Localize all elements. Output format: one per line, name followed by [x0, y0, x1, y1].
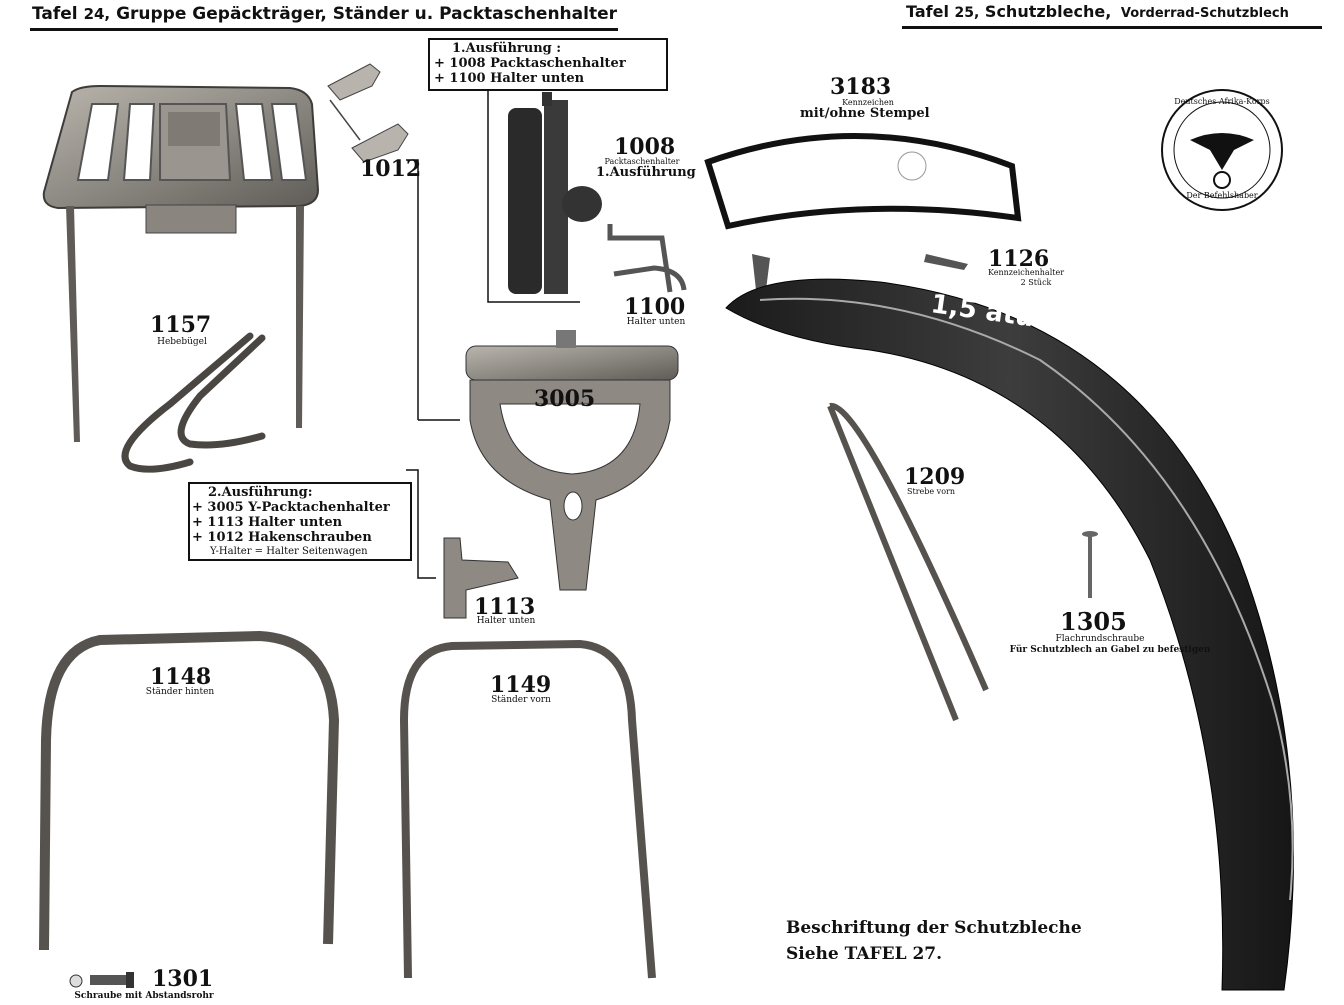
front-strut-image: [827, 402, 989, 722]
header-left: Tafel 24, Gruppe Gepäckträger, Ständer u…: [32, 4, 617, 24]
header-right-prefix: Tafel: [906, 2, 949, 21]
y-pannier-holder-image: [465, 330, 679, 591]
part-3183-number: 3183: [830, 74, 892, 100]
variant2-box: 2.Ausführung: + 3005 Y-Packtachenhalter …: [188, 482, 412, 562]
part-1100-name: Halter unten: [626, 317, 686, 327]
variant1-title: 1.Ausführung :: [452, 41, 562, 56]
variant1-box: 1.Ausführung : + 1008 Packtaschenhalter …: [428, 38, 668, 91]
part-1012-number: 1012: [360, 156, 422, 182]
part-1126-name: Kennzeichenhalter: [987, 268, 1065, 277]
header-left-rule: [30, 28, 618, 31]
header-left-number: 24,: [83, 5, 111, 23]
lifting-handle-image: [121, 332, 266, 473]
stamp-bottom-text: Der Befehlshaber: [1186, 191, 1258, 200]
part-1209-name: Strebe vorn: [907, 487, 955, 496]
part-3183-variant: mit/ohne Stempel: [800, 106, 930, 121]
note-line-1: Beschriftung der Schutzbleche: [786, 918, 1082, 938]
part-1305-note: Für Schutzblech an Gabel zu befestigen: [1009, 645, 1211, 655]
luggage-rack-image: [42, 84, 320, 442]
afrika-korps-stamp: [1161, 89, 1283, 211]
part-3183-name: Kennzeichen: [842, 98, 894, 107]
header-right-number: 25,: [954, 5, 980, 21]
part-1149-name: Ständer vorn: [491, 695, 551, 705]
part-1126-qty: 2 Stück: [1020, 278, 1052, 287]
variant2-line: + 1012 Hakenschrauben: [192, 529, 372, 545]
fender-lettering-note: Beschriftung der Schutzbleche Siehe TAFE…: [786, 916, 1082, 967]
header-left-title: Gruppe Gepäckträger, Ständer u. Packtasc…: [116, 4, 617, 24]
front-stand-image: [399, 639, 656, 979]
header-right-title: Schutzbleche,: [984, 2, 1112, 21]
flat-round-screw-image: [1082, 531, 1098, 598]
part-1008-number: 1008: [614, 134, 676, 160]
part-1157-name: Hebebügel: [157, 337, 207, 347]
part-1209-number: 1209: [904, 464, 966, 490]
part-1149-number: 1149: [490, 672, 552, 698]
hook-screw-image: [327, 63, 409, 163]
variant1-line: + 1100 Halter unten: [434, 70, 585, 86]
part-1301-number: 1301: [152, 966, 214, 992]
rear-stand-image: [39, 630, 340, 951]
part-3005-number: 3005: [534, 386, 596, 412]
variant2-line: + 1113 Halter unten: [192, 514, 343, 530]
header-right-subtitle: Vorderrad-Schutzblech: [1120, 6, 1289, 21]
header-right: Tafel 25, Schutzbleche, Vorderrad-Schutz…: [906, 2, 1289, 21]
part-1301-name: Schraube mit Abstandsrohr: [74, 991, 214, 1001]
part-1100-number: 1100: [624, 294, 686, 320]
part-1148-number: 1148: [150, 664, 212, 690]
variant2-footnote: Y-Halter = Halter Seitenwagen: [210, 545, 368, 557]
part-1113-name: Halter unten: [476, 616, 536, 626]
spacer-screw-image: [69, 972, 134, 988]
part-1148-name: Ständer hinten: [145, 687, 215, 697]
header-right-rule: [902, 26, 1322, 29]
lower-holder-1113-image: [443, 537, 519, 619]
header-left-prefix: Tafel: [32, 4, 78, 24]
part-1008-variant: 1.Ausführung: [596, 165, 696, 180]
stamp-top-text: Deutsches Afrika-Korps: [1174, 97, 1270, 106]
part-1157-number: 1157: [150, 312, 212, 338]
part-1305-number: 1305: [1060, 607, 1127, 636]
license-plate-image: [704, 133, 1022, 230]
plate-holder-image: [752, 254, 968, 290]
lower-holder-image: [607, 224, 687, 293]
part-1008-name: Packtaschenhalter: [604, 157, 680, 166]
part-1126-number: 1126: [988, 246, 1050, 272]
variant2-line: + 3005 Y-Packtachenhalter: [192, 499, 390, 515]
variant1-line: + 1008 Packtaschenhalter: [434, 55, 626, 71]
variant2-title: 2.Ausführung:: [208, 485, 313, 500]
eagle-icon: [1190, 133, 1254, 170]
front-mudguard-image: 1,5 atü: [725, 278, 1294, 991]
pannier-holder-image: [508, 92, 602, 294]
part-1305-name: Flachrundschraube: [1055, 634, 1145, 644]
note-line-2: Siehe TAFEL 27.: [786, 943, 943, 964]
part-1113-number: 1113: [474, 594, 536, 620]
